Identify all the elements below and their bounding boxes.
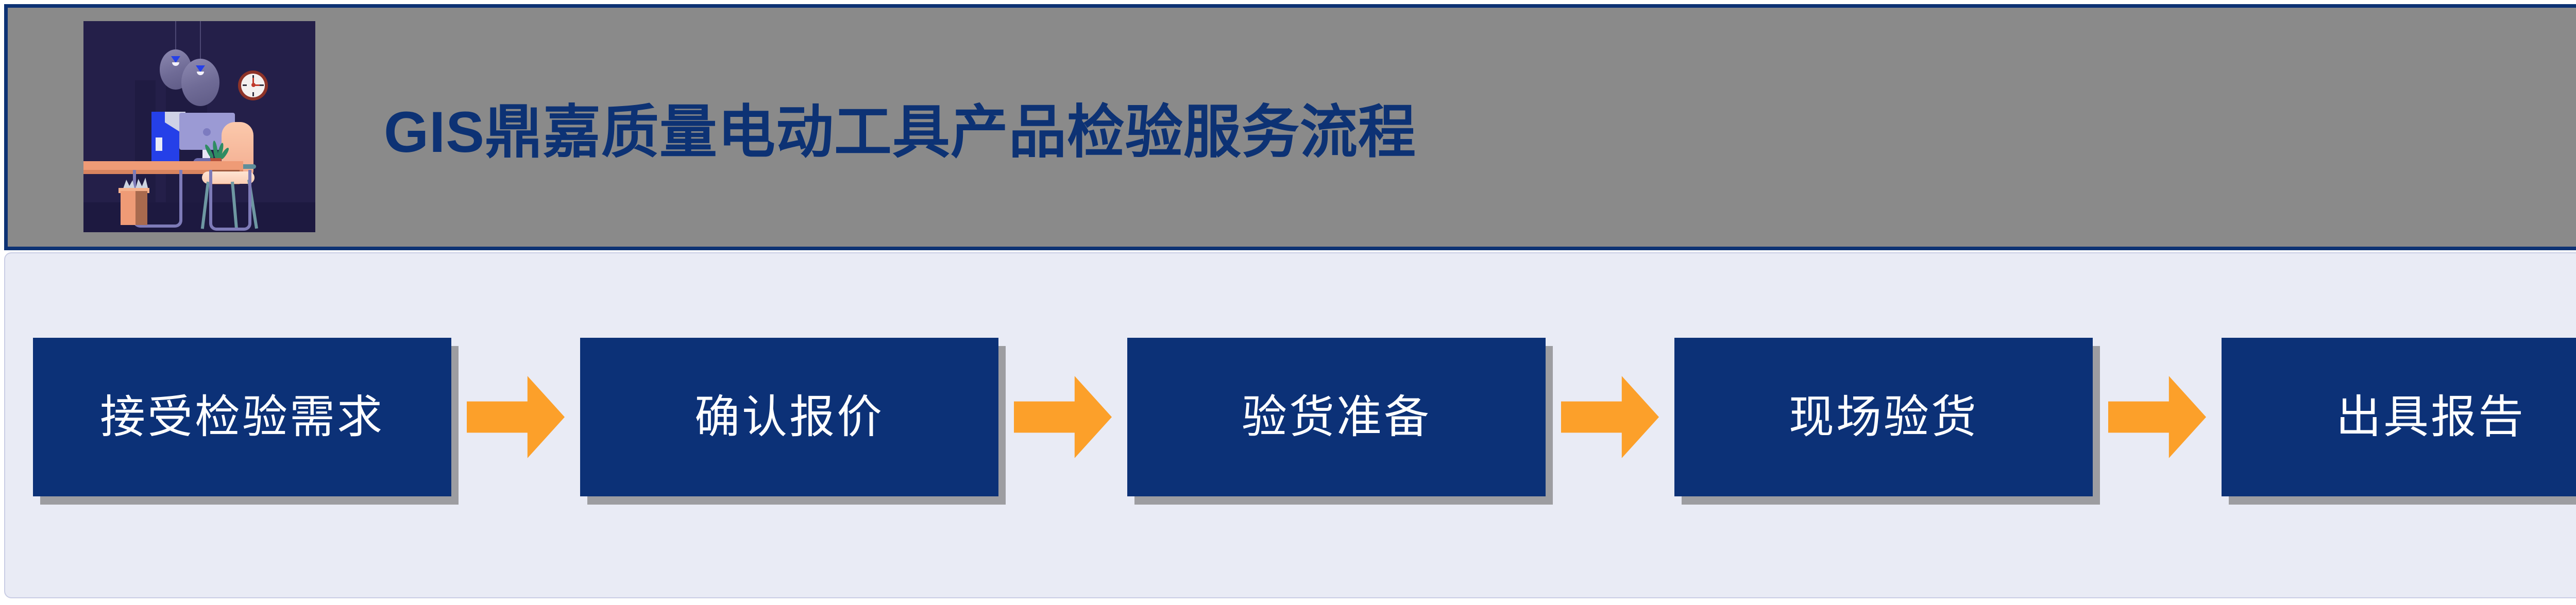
clock-center-icon <box>251 83 256 87</box>
floor-icon <box>83 202 315 232</box>
desk-leg-icon <box>209 170 251 231</box>
pendant-lamp-glow-icon <box>172 62 179 66</box>
pendant-lamp-cord-icon <box>175 21 176 52</box>
arrow-right-icon <box>2108 368 2206 466</box>
pendant-lamp-bulb-icon <box>196 65 205 72</box>
waste-bin-rim-icon <box>118 188 149 193</box>
clock-tick-icon <box>252 92 254 96</box>
flow-step-2[interactable]: 确认报价 <box>580 338 998 496</box>
flow-step-4[interactable]: 现场验货 <box>1674 338 2093 496</box>
desk-edge-icon <box>83 170 243 174</box>
arrow-right-icon <box>467 368 565 466</box>
waste-bin-shade-icon <box>135 191 147 225</box>
arrow-right-icon <box>1014 368 1112 466</box>
flow-step-label: 确认报价 <box>694 391 884 442</box>
clock-minute-hand-icon <box>252 78 254 85</box>
pendant-lamp-glow-icon <box>197 72 204 75</box>
flow-step-label: 验货准备 <box>1241 391 1431 442</box>
pendant-lamp-bulb-icon <box>171 56 180 63</box>
flow-step-3[interactable]: 验货准备 <box>1127 338 1546 496</box>
page-title: GIS鼎嘉质量电动工具产品检验服务流程 <box>384 100 1416 164</box>
clock-tick-icon <box>260 84 264 86</box>
header-band: GIS鼎嘉质量电动工具产品检验服务流程 <box>4 4 2576 250</box>
desk-top-icon <box>83 161 243 170</box>
clock-hour-hand-icon <box>253 84 260 86</box>
flow-step-label: 出具报告 <box>2335 391 2526 442</box>
process-flow-band: 接受检验需求 确认报价 验货准备 <box>4 252 2576 598</box>
flow-step-5[interactable]: 出具报告 <box>2222 338 2576 496</box>
office-desk-workspace-illustration <box>83 21 315 232</box>
process-flow-row: 接受检验需求 确认报价 验货准备 <box>5 330 2576 505</box>
flow-step-label: 现场验货 <box>1788 391 1978 442</box>
crumpled-paper-icon <box>123 180 135 190</box>
monitor-screen-dot-icon <box>203 128 211 136</box>
binder-label-icon <box>156 137 162 151</box>
flow-step-1[interactable]: 接受检验需求 <box>33 338 451 496</box>
clock-tick-icon <box>243 84 247 86</box>
clock-tick-icon <box>252 75 254 79</box>
flow-step-label: 接受检验需求 <box>99 391 384 442</box>
pendant-lamp-cord-icon <box>200 21 201 61</box>
arrow-right-icon <box>1561 368 1659 466</box>
